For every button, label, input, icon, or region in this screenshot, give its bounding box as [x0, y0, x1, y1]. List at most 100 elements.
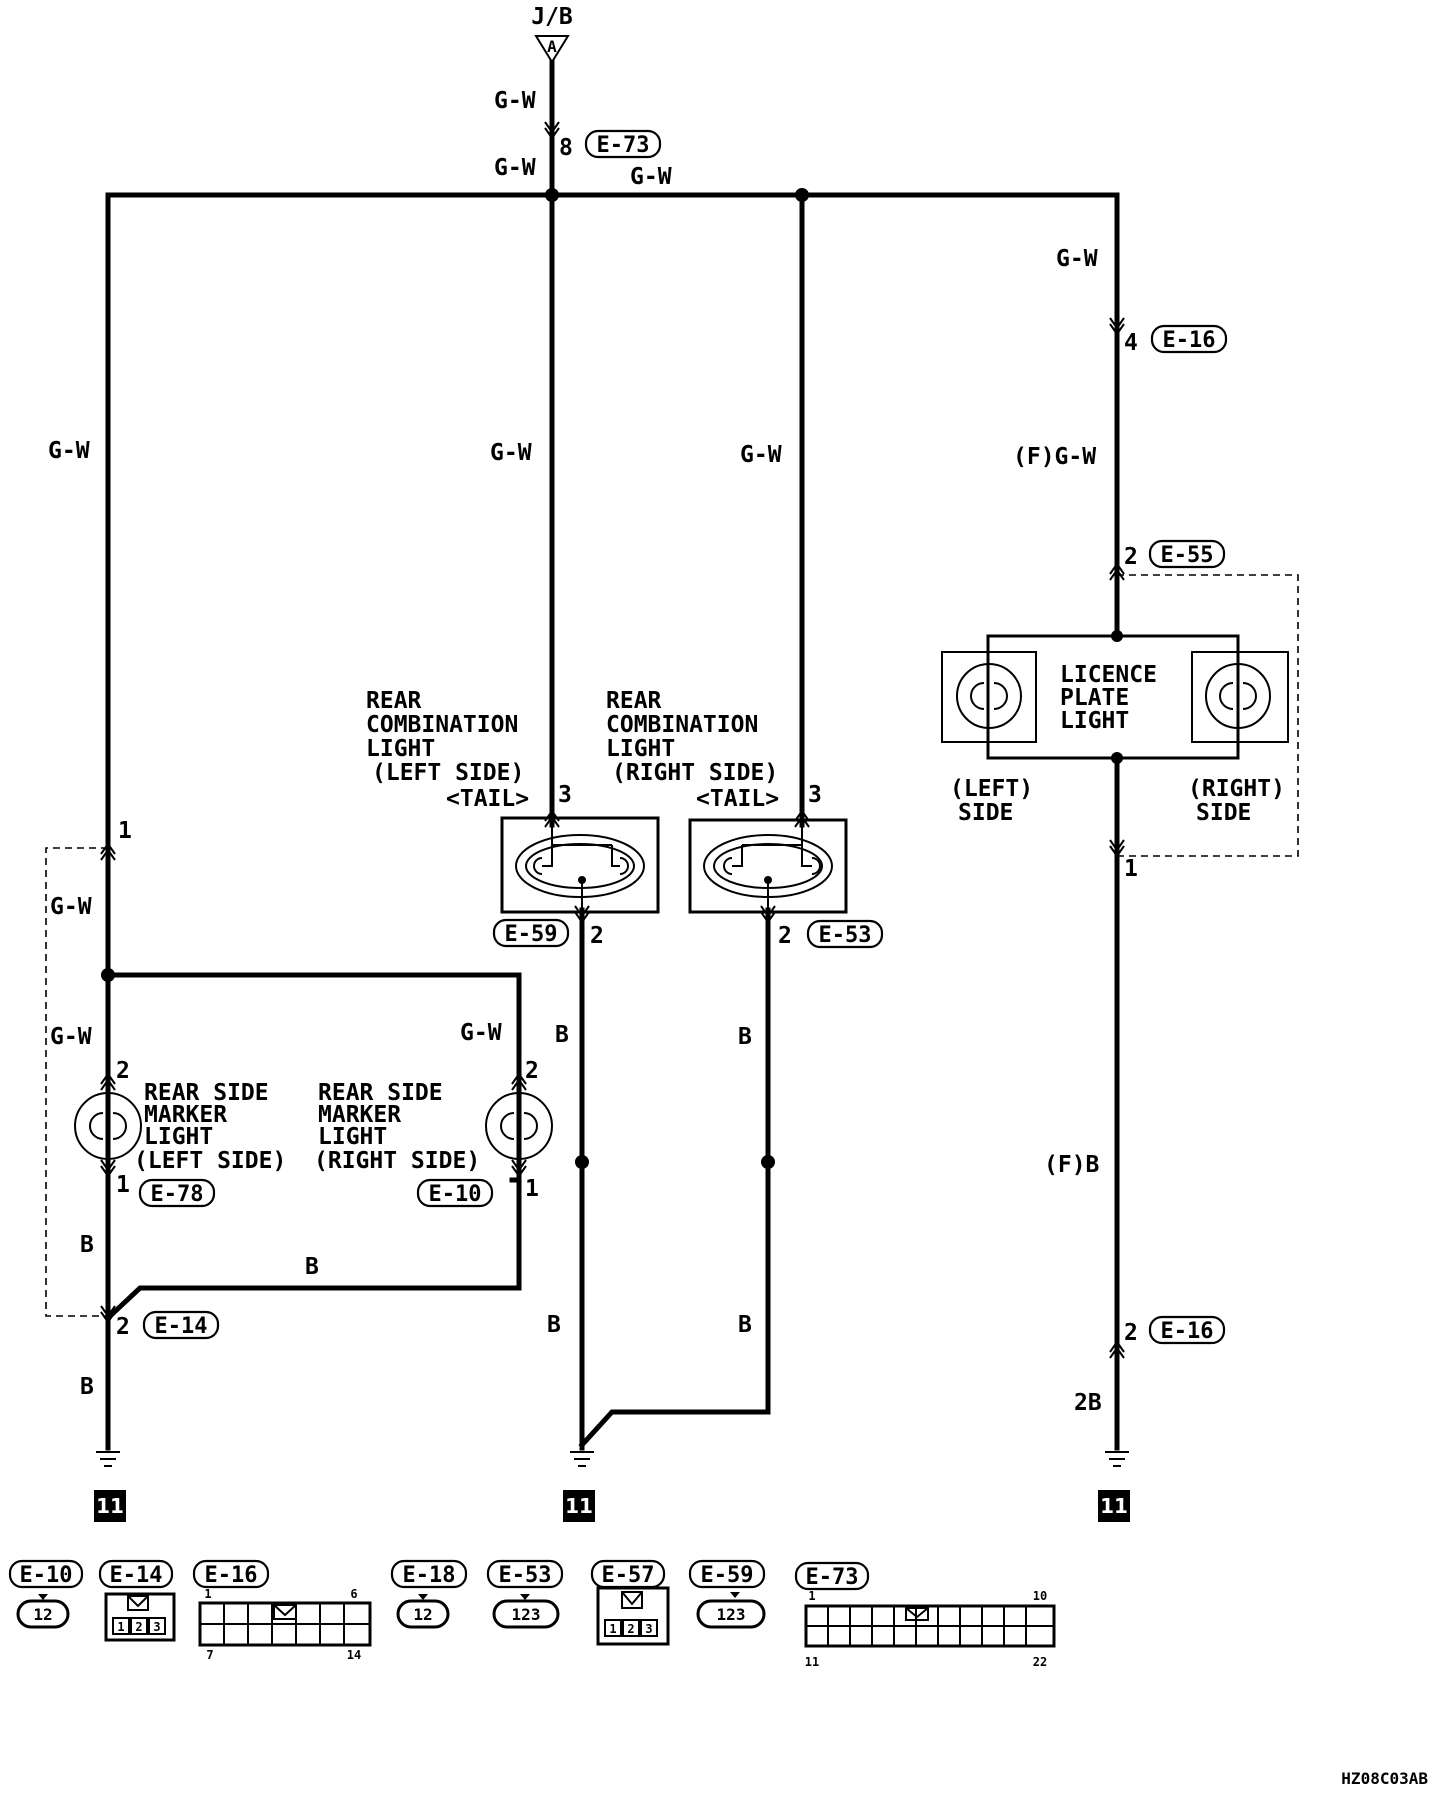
wire-color-label: G-W	[494, 88, 536, 114]
connector-badge	[142, 1310, 220, 1340]
connector-id: E-14	[155, 1314, 208, 1339]
dashed-connector-outline-left	[45, 847, 108, 1317]
legend-e14: E-14 1 2 3	[98, 1559, 176, 1642]
wire-color-label: G-W	[1056, 246, 1098, 272]
jb-terminal-icon	[534, 35, 570, 64]
svg-text:11: 11	[565, 1494, 593, 1518]
wire-combo-right-ground	[578, 907, 771, 1449]
svg-text:MARKER: MARKER	[318, 1102, 401, 1128]
svg-text:(LEFT SIDE): (LEFT SIDE)	[372, 760, 524, 786]
svg-text:(LEFT): (LEFT)	[950, 776, 1033, 802]
svg-text:3: 3	[153, 1620, 160, 1634]
wire-color-label: 2B	[1074, 1390, 1102, 1416]
rear-side-marker-light-left: REAR SIDE MARKER LIGHT (LEFT SIDE)	[74, 1080, 286, 1174]
connector-badge	[1148, 539, 1226, 569]
svg-text:11: 11	[805, 1655, 819, 1669]
rear-side-marker-light-right: REAR SIDE MARKER LIGHT (RIGHT SIDE)	[314, 1080, 553, 1174]
wire-color-label: G-W	[494, 155, 536, 181]
svg-text:1: 1	[204, 1587, 211, 1601]
connector-badge	[416, 1178, 494, 1208]
svg-text:E-59: E-59	[701, 1563, 754, 1588]
connector-id: E-73	[597, 133, 650, 158]
svg-text:LIGHT: LIGHT	[366, 736, 435, 762]
wire-color-label: B	[738, 1024, 752, 1050]
svg-text:11: 11	[1100, 1494, 1128, 1518]
jb-label: J/B	[531, 4, 573, 30]
pin-number: 2	[525, 1058, 539, 1084]
connector-badge	[584, 129, 662, 159]
connector-legend: E-10 12 E-14 1 2 3 E-16 1 6	[8, 1559, 1056, 1669]
svg-text:<TAIL>: <TAIL>	[696, 786, 779, 812]
svg-text:E-14: E-14	[110, 1563, 163, 1588]
svg-text:SIDE: SIDE	[958, 800, 1013, 826]
svg-text:E-53: E-53	[499, 1563, 552, 1588]
svg-text:MARKER: MARKER	[144, 1102, 227, 1128]
pin-number: 4	[1124, 330, 1138, 356]
legend-e16: E-16 1 6 7 14	[192, 1559, 372, 1662]
svg-text:11: 11	[96, 1494, 124, 1518]
wire-color-label: B	[305, 1254, 319, 1280]
pin-number: 1	[116, 1172, 130, 1198]
pin-number: 2	[1124, 1320, 1138, 1346]
lamp-housing-left	[941, 651, 1037, 743]
legend-e10: E-10 12	[8, 1559, 84, 1629]
svg-text:E-73: E-73	[806, 1565, 859, 1590]
bulb-icon	[1205, 663, 1271, 729]
pin-number: 8	[559, 135, 573, 161]
wire-color-label: B	[80, 1232, 94, 1258]
wire-color-label: B	[738, 1312, 752, 1338]
connector-badge	[492, 918, 570, 948]
svg-text:E-57: E-57	[602, 1563, 655, 1588]
svg-text:E-10: E-10	[20, 1563, 73, 1588]
wire-color-label: G-W	[490, 440, 532, 466]
pin-number: 1	[1124, 856, 1138, 882]
pin-number: 1	[118, 818, 132, 844]
svg-text:123: 123	[717, 1605, 746, 1624]
svg-text:12: 12	[413, 1605, 432, 1624]
wire-marker-right-return	[104, 1129, 522, 1322]
svg-text:7: 7	[206, 1648, 213, 1662]
legend-e59: E-59 123	[688, 1559, 766, 1629]
svg-text:COMBINATION: COMBINATION	[606, 712, 758, 738]
svg-text:(RIGHT SIDE): (RIGHT SIDE)	[314, 1148, 480, 1174]
svg-text:E-16: E-16	[205, 1563, 258, 1588]
junction-dot	[545, 188, 559, 202]
pin-number: 2	[590, 923, 604, 949]
bulb-icon	[485, 1092, 553, 1160]
svg-text:REAR: REAR	[366, 688, 422, 714]
svg-text:(RIGHT): (RIGHT)	[1188, 776, 1285, 802]
rear-combination-light-right: REAR COMBINATION LIGHT (RIGHT SIDE) <TAI…	[606, 688, 848, 914]
bulb-icon	[74, 1092, 142, 1160]
legend-e18: E-18 12	[390, 1559, 468, 1629]
wire-color-label: G-W	[740, 442, 782, 468]
svg-text:1: 1	[117, 1620, 124, 1634]
wire-color-label: B	[547, 1312, 561, 1338]
rear-combination-light-left: REAR COMBINATION LIGHT (LEFT SIDE) <TAIL…	[366, 688, 660, 914]
junction-dot	[761, 1155, 775, 1169]
pin-number: 3	[808, 782, 822, 808]
svg-text:(RIGHT SIDE): (RIGHT SIDE)	[612, 760, 778, 786]
ground-left: 11	[94, 1451, 126, 1522]
wire-color-label: (F)G-W	[1013, 444, 1096, 470]
wire-color-label: B	[555, 1022, 569, 1048]
svg-text:14: 14	[347, 1648, 361, 1662]
svg-text:REAR SIDE: REAR SIDE	[318, 1080, 443, 1106]
svg-text:SIDE: SIDE	[1196, 800, 1251, 826]
svg-text:(LEFT SIDE): (LEFT SIDE)	[134, 1148, 286, 1174]
svg-text:<TAIL>: <TAIL>	[446, 786, 529, 812]
svg-text:12: 12	[33, 1605, 52, 1624]
wire-color-label: (F)B	[1044, 1152, 1100, 1178]
junction-dot	[575, 1155, 589, 1169]
svg-text:123: 123	[512, 1605, 541, 1624]
svg-text:COMBINATION: COMBINATION	[366, 712, 518, 738]
lamp-frame	[986, 634, 1240, 760]
svg-text:LIGHT: LIGHT	[606, 736, 675, 762]
svg-text:LIGHT: LIGHT	[318, 1124, 387, 1150]
connector-id: E-10	[429, 1182, 482, 1207]
legend-e57: E-57 1 2 3	[590, 1559, 670, 1646]
ground-icon	[96, 1451, 120, 1467]
wire-color-label: G-W	[50, 894, 92, 920]
svg-text:2: 2	[627, 1622, 634, 1636]
junction-dot	[795, 188, 809, 202]
